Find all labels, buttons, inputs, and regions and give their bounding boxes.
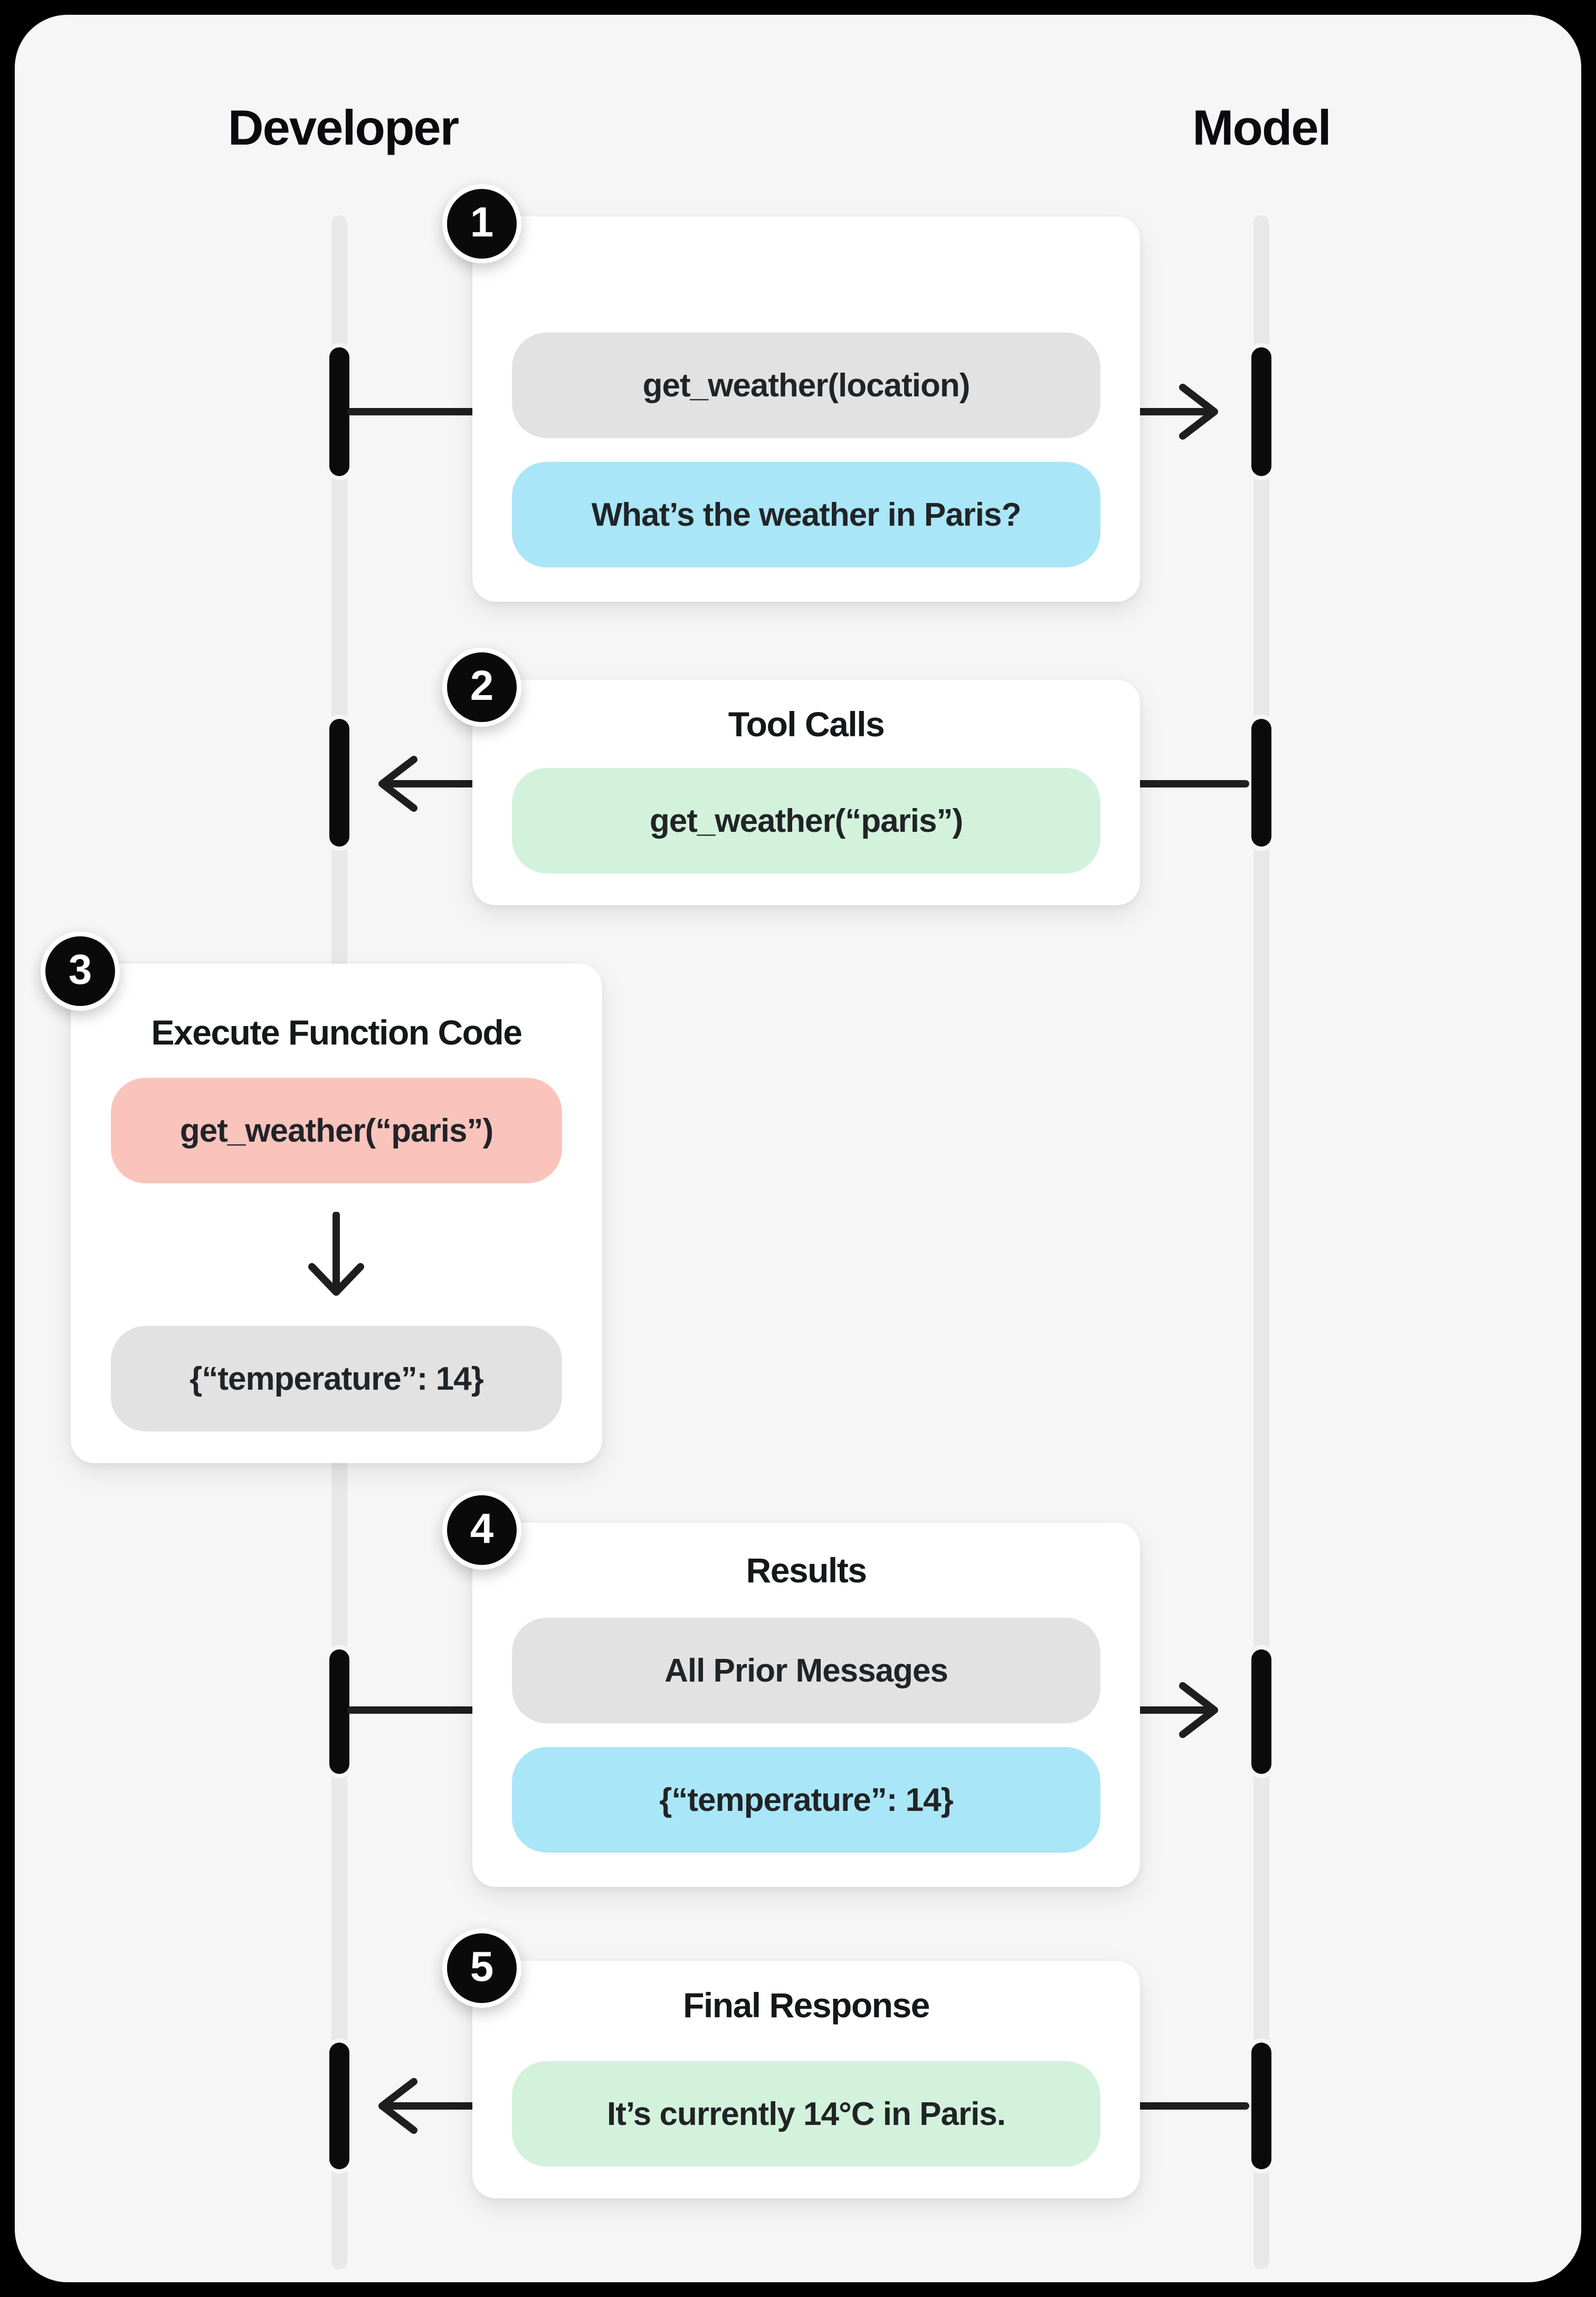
pill-tool-call: get_weather(“paris”): [512, 768, 1100, 874]
step-card-1-tool-definitions: Tool Definitions + Messages get_weather(…: [472, 216, 1140, 602]
developer-activation-bar-step5: [329, 2043, 349, 2169]
actor-label-developer: Developer: [227, 100, 460, 155]
developer-activation-bar-step1: [329, 347, 349, 476]
pill-text: {“temperature”: 14}: [659, 1781, 953, 1818]
model-activation-bar-step5: [1251, 2043, 1271, 2169]
step-3-badge: 3: [41, 932, 120, 1011]
step-1-badge: 1: [442, 184, 521, 263]
pill-text: It’s currently 14°C in Paris.: [606, 2095, 1006, 2132]
step-5-badge: 5: [442, 1929, 521, 2008]
card-title: Results: [746, 1551, 867, 1590]
badge-number: 5: [470, 1943, 494, 1990]
developer-activation-bar-step4: [329, 1649, 349, 1774]
step-4-badge: 4: [442, 1491, 521, 1570]
pill-tool-definition: get_weather(location): [512, 333, 1100, 438]
step-card-3-execute-function: Execute Function Code get_weather(“paris…: [71, 964, 602, 1463]
step-card-2-tool-calls: Tool Calls get_weather(“paris”): [472, 680, 1140, 905]
badge-number: 2: [470, 662, 494, 709]
step-2-badge: 2: [442, 648, 521, 727]
badge-number: 1: [470, 198, 494, 245]
pill-text: All Prior Messages: [664, 1652, 948, 1689]
card-title: Final Response: [683, 1986, 930, 2025]
pill-function-result: {“temperature”: 14}: [111, 1326, 562, 1431]
card-title: Tool Calls: [728, 705, 885, 744]
pill-text: What’s the weather in Paris?: [591, 496, 1022, 533]
step-card-4-results: Results All Prior Messages {“temperature…: [472, 1523, 1140, 1887]
model-activation-bar-step1: [1251, 347, 1271, 476]
pill-final-answer: It’s currently 14°C in Paris.: [512, 2061, 1100, 2167]
pill-function-execution: get_weather(“paris”): [111, 1078, 562, 1183]
model-activation-bar-step4: [1251, 1649, 1271, 1774]
pill-text: get_weather(location): [642, 367, 971, 404]
down-arrow-icon: [299, 1212, 373, 1302]
step-card-5-final-response: Final Response It’s currently 14°C in Pa…: [472, 1961, 1140, 2198]
card-title: Execute Function Code: [151, 1013, 522, 1052]
pill-all-prior-messages: All Prior Messages: [512, 1618, 1100, 1723]
pill-text: {“temperature”: 14}: [189, 1360, 483, 1397]
developer-activation-bar-step2: [329, 719, 349, 847]
actor-label-model: Model: [1192, 100, 1332, 155]
pill-user-question: What’s the weather in Paris?: [512, 462, 1100, 567]
model-activation-bar-step2: [1251, 719, 1271, 847]
pill-tool-result: {“temperature”: 14}: [512, 1747, 1100, 1853]
badge-number: 4: [470, 1505, 494, 1552]
pill-text: get_weather(“paris”): [649, 802, 963, 839]
model-lifeline: [1253, 215, 1269, 2270]
badge-number: 3: [68, 946, 92, 993]
pill-text: get_weather(“paris”): [179, 1112, 493, 1149]
